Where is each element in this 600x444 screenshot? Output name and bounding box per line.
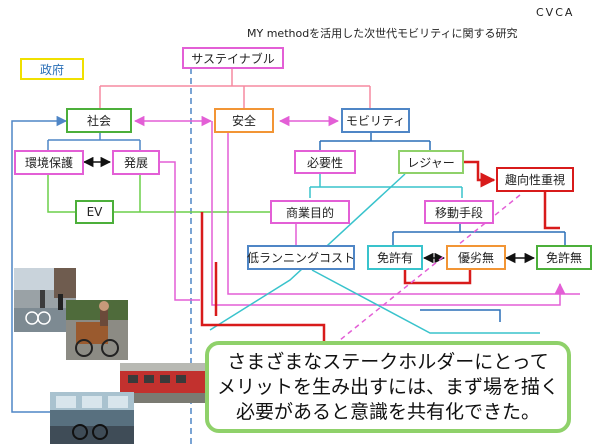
pink-line-safety bbox=[211, 121, 566, 306]
conclusion-callout: さまざまなステークホルダーにとって メリットを生み出すには、まず場を描く 必要が… bbox=[205, 341, 571, 433]
node-env-protection: 環境保護 bbox=[14, 150, 84, 175]
cargo-bike-photo bbox=[66, 300, 128, 360]
red-line-left bbox=[200, 212, 326, 341]
node-government: 政府 bbox=[20, 58, 84, 80]
node-license-no: 免許無 bbox=[536, 245, 592, 270]
node-no-superiority: 優劣無 bbox=[446, 245, 506, 270]
node-preference: 趣向性重視 bbox=[496, 167, 574, 192]
node-society: 社会 bbox=[66, 108, 132, 133]
red-train-photo bbox=[120, 363, 210, 403]
node-development: 発展 bbox=[112, 150, 160, 175]
tree-sustainable bbox=[99, 69, 371, 108]
tree-transport bbox=[392, 221, 566, 246]
pink-line-dev bbox=[160, 161, 200, 301]
red-line-preference bbox=[403, 192, 560, 285]
street-cyclists-photo bbox=[14, 268, 76, 332]
node-safety: 安全 bbox=[214, 108, 274, 133]
blue-line-mobility bbox=[420, 309, 501, 322]
callout-line-2: メリットを生み出すには、まず場を描く bbox=[216, 375, 559, 398]
page-title: MY methodを活用した次世代モビリティに関する研究 bbox=[247, 27, 518, 40]
arrow-leisure-preference bbox=[464, 160, 496, 188]
node-transport: 移動手段 bbox=[424, 200, 494, 224]
cyan-line-lowcost bbox=[311, 269, 540, 334]
node-low-cost: 低ランニングコスト bbox=[247, 245, 355, 270]
org-label: CVCA bbox=[536, 6, 575, 19]
tree-necessity bbox=[309, 174, 463, 198]
pink-line-commercial bbox=[227, 131, 580, 295]
cyan-line-leisure bbox=[209, 173, 406, 331]
blue-return-line bbox=[11, 115, 68, 413]
callout-line-3: 必要があると意識を共有化できた。 bbox=[235, 400, 540, 423]
ev-links bbox=[47, 175, 270, 213]
node-necessity: 必要性 bbox=[294, 150, 356, 174]
node-leisure: レジャー bbox=[398, 150, 464, 174]
callout-line-1: さまざまなステークホルダーにとって bbox=[227, 350, 549, 373]
tree-mobility bbox=[319, 133, 431, 150]
tree-society bbox=[47, 133, 141, 150]
node-license-yes: 免許有 bbox=[367, 245, 423, 270]
node-mobility: モビリティ bbox=[341, 108, 410, 133]
node-ev: EV bbox=[75, 200, 114, 224]
node-sustainable: サステイナブル bbox=[182, 47, 284, 69]
node-commercial: 商業目的 bbox=[270, 200, 350, 224]
train-interior-photo bbox=[50, 392, 134, 444]
